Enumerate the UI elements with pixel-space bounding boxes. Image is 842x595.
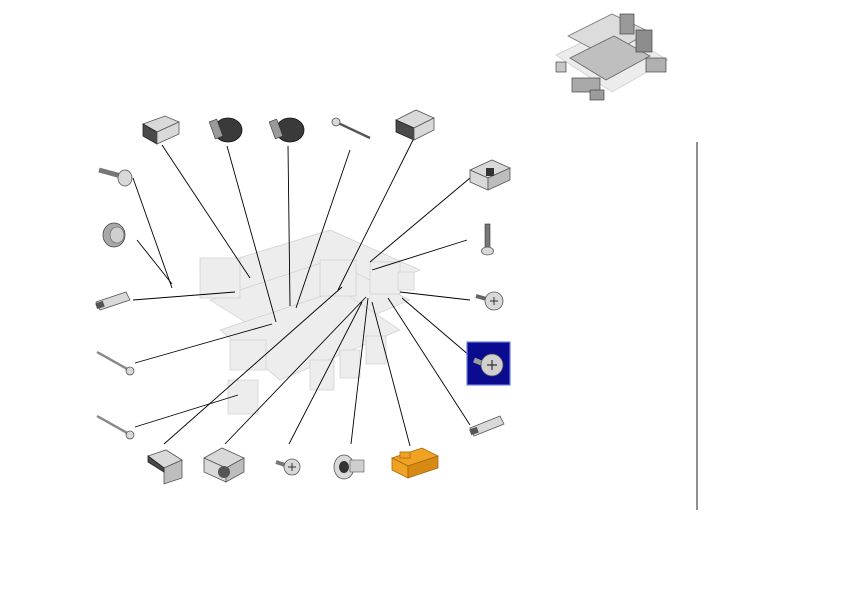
connector-icon[interactable] [390, 447, 440, 479]
clip-icon[interactable] [147, 449, 183, 485]
central-assembly [199, 229, 421, 415]
pin-icon[interactable] [331, 117, 371, 140]
bushing-icon[interactable] [333, 454, 365, 480]
knob-icon[interactable] [102, 222, 126, 248]
latch-icon[interactable] [469, 415, 505, 437]
screw-icon [473, 353, 504, 377]
frame-icon[interactable] [203, 447, 245, 483]
bracket-icon[interactable] [142, 115, 180, 145]
assembly-thumbnail[interactable] [555, 13, 669, 101]
screw-icon[interactable] [481, 223, 494, 256]
bolt-icon[interactable] [98, 167, 133, 187]
rod-icon[interactable] [96, 414, 135, 440]
plunger-icon[interactable] [268, 117, 305, 143]
screw-icon[interactable] [475, 291, 504, 311]
latch-icon[interactable] [95, 291, 131, 311]
plunger-icon[interactable] [208, 117, 243, 143]
clamp-icon[interactable] [395, 109, 435, 141]
leader-lines [132, 139, 471, 447]
screw-icon[interactable] [275, 458, 301, 476]
rod-icon[interactable] [96, 350, 135, 376]
housing-icon[interactable] [469, 159, 511, 191]
selected-part-box[interactable] [466, 341, 511, 386]
